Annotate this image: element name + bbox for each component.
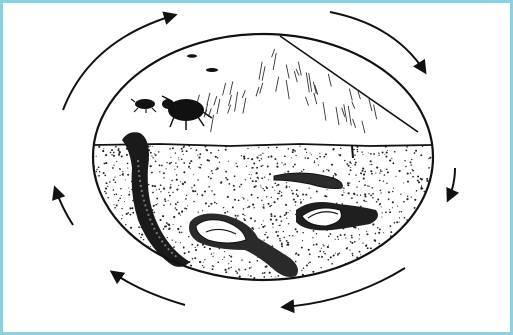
root-mark xyxy=(352,146,353,158)
dung-beetle xyxy=(162,96,212,130)
cycle-arrow xyxy=(330,12,425,72)
cycle-arrow xyxy=(55,188,73,225)
cycle-arrow xyxy=(283,268,405,307)
dung-pile xyxy=(105,35,420,145)
cycle-arrow xyxy=(448,168,455,200)
vertical-tunnel xyxy=(122,132,190,267)
cycle-arrows xyxy=(55,12,455,307)
dung-specks xyxy=(187,54,218,72)
cycle-arrow xyxy=(112,272,185,305)
small-beetle xyxy=(131,99,156,113)
horizontal-burrow xyxy=(274,173,342,189)
larva-chamber-right xyxy=(296,202,378,230)
cycle-arrow xyxy=(63,15,175,110)
